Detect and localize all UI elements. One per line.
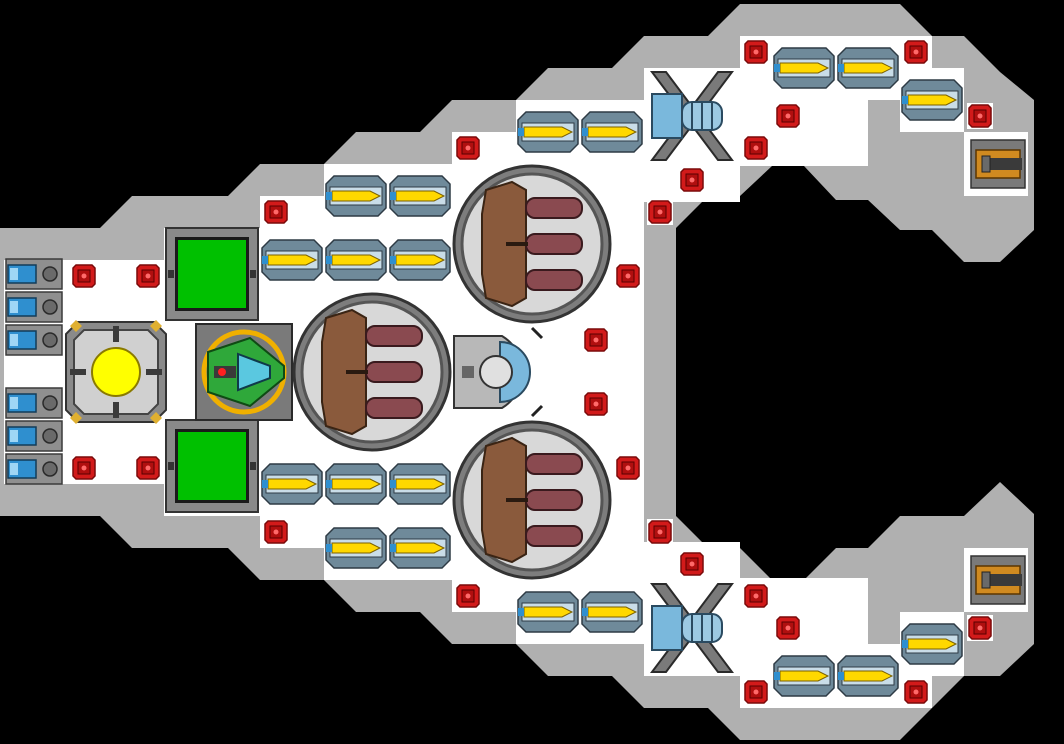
missile-pod-icon[interactable]: [581, 591, 643, 633]
door-icon[interactable]: [262, 518, 290, 546]
door-icon[interactable]: [742, 134, 770, 162]
door-icon[interactable]: [902, 38, 930, 66]
missile-pod-icon[interactable]: [901, 79, 963, 121]
door-icon[interactable]: [614, 454, 642, 482]
door-icon[interactable]: [966, 614, 994, 642]
missile-pod-icon[interactable]: [517, 111, 579, 153]
sensor-dome-icon: [479, 355, 513, 389]
missile-pod-icon[interactable]: [837, 655, 899, 697]
door-icon[interactable]: [582, 390, 610, 418]
door-icon[interactable]: [774, 102, 802, 130]
door-icon[interactable]: [966, 102, 994, 130]
missile-pod-icon[interactable]: [325, 175, 387, 217]
missile-pod-icon[interactable]: [325, 463, 387, 505]
door-icon[interactable]: [646, 518, 674, 546]
missile-launcher-icon[interactable]: [452, 420, 612, 580]
door-icon[interactable]: [742, 38, 770, 66]
missile-pod-icon[interactable]: [773, 47, 835, 89]
door-icon[interactable]: [742, 678, 770, 706]
thruster-icon: [5, 324, 63, 356]
door-icon[interactable]: [774, 614, 802, 642]
shield-generator-icon[interactable]: [165, 419, 259, 513]
missile-pod-icon[interactable]: [901, 623, 963, 665]
missile-pod-icon[interactable]: [389, 239, 451, 281]
thruster-icon: [5, 258, 63, 290]
shield-generator-icon[interactable]: [165, 227, 259, 321]
reactor-core-icon: [91, 347, 141, 397]
door-icon[interactable]: [70, 454, 98, 482]
turret-gun-icon[interactable]: [970, 555, 1026, 605]
door-icon[interactable]: [70, 262, 98, 290]
door-icon[interactable]: [262, 198, 290, 226]
thruster-icon: [5, 453, 63, 485]
missile-pod-icon[interactable]: [389, 527, 451, 569]
missile-pod-icon[interactable]: [389, 463, 451, 505]
door-icon[interactable]: [454, 582, 482, 610]
door-icon[interactable]: [134, 454, 162, 482]
missile-pod-icon[interactable]: [325, 527, 387, 569]
missile-launcher-icon[interactable]: [452, 164, 612, 324]
reactor[interactable]: [65, 320, 167, 424]
thruster-icon: [5, 387, 63, 419]
sensor[interactable]: [453, 326, 544, 418]
door-icon[interactable]: [614, 262, 642, 290]
missile-pod-icon[interactable]: [837, 47, 899, 89]
thruster-icon: [5, 420, 63, 452]
door-icon[interactable]: [742, 582, 770, 610]
turret-gun-icon[interactable]: [970, 139, 1026, 189]
missile-pod-icon[interactable]: [773, 655, 835, 697]
thruster-icon: [5, 291, 63, 323]
cockpit-ship-icon: [207, 336, 285, 408]
missile-pod-icon[interactable]: [389, 175, 451, 217]
door-icon[interactable]: [678, 166, 706, 194]
missile-pod-icon[interactable]: [325, 239, 387, 281]
missile-pod-icon[interactable]: [261, 463, 323, 505]
cockpit[interactable]: [195, 323, 293, 421]
door-icon[interactable]: [646, 198, 674, 226]
missile-launcher-icon[interactable]: [292, 292, 452, 452]
door-icon[interactable]: [134, 262, 162, 290]
missile-pod-icon[interactable]: [261, 239, 323, 281]
door-icon[interactable]: [902, 678, 930, 706]
missile-pod-icon[interactable]: [581, 111, 643, 153]
door-icon[interactable]: [454, 134, 482, 162]
missile-pod-icon[interactable]: [517, 591, 579, 633]
door-icon[interactable]: [582, 326, 610, 354]
door-icon[interactable]: [678, 550, 706, 578]
